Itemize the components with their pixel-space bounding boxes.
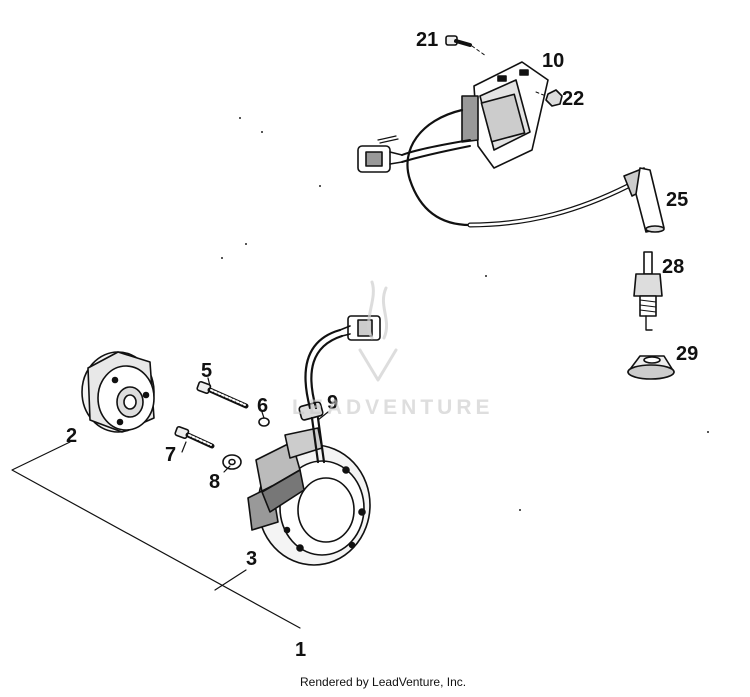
ignition-coil bbox=[461, 61, 549, 169]
screw-5 bbox=[196, 380, 249, 409]
footer-credit: Rendered by LeadVenture, Inc. bbox=[300, 675, 467, 689]
callout-7: 7 bbox=[165, 444, 177, 466]
callout-22: 22 bbox=[562, 88, 585, 110]
flywheel-rotor bbox=[81, 351, 155, 433]
screw-21 bbox=[445, 35, 487, 57]
callout-8: 8 bbox=[209, 471, 221, 493]
washer-8 bbox=[222, 454, 242, 470]
callout-5: 5 bbox=[201, 360, 213, 382]
spark-plug-cap bbox=[623, 167, 665, 233]
specks bbox=[221, 117, 709, 511]
spark-plug-lead bbox=[467, 183, 631, 228]
stator-wire-connector bbox=[304, 315, 381, 410]
nut-22 bbox=[535, 89, 563, 107]
callout-3: 3 bbox=[246, 548, 258, 570]
stator-plate bbox=[247, 401, 371, 566]
callout-9: 9 bbox=[327, 392, 339, 414]
callout-10: 10 bbox=[542, 50, 565, 72]
screw-7 bbox=[174, 425, 215, 449]
callout-1: 1 bbox=[295, 639, 307, 661]
callout-2: 2 bbox=[66, 425, 78, 447]
callout-25: 25 bbox=[666, 189, 689, 211]
leader-lines bbox=[11, 377, 329, 629]
callout-21: 21 bbox=[416, 29, 439, 51]
callout-29: 29 bbox=[676, 343, 699, 365]
watermark-text: LEADVENTURE bbox=[292, 396, 494, 419]
washer-6 bbox=[258, 417, 270, 427]
coil-wire-loop bbox=[357, 108, 472, 227]
watermark-logo bbox=[358, 280, 398, 382]
callout-6: 6 bbox=[257, 395, 269, 417]
rubber-boot-29 bbox=[627, 355, 675, 380]
spark-plug bbox=[633, 251, 663, 331]
callout-28: 28 bbox=[662, 256, 685, 278]
